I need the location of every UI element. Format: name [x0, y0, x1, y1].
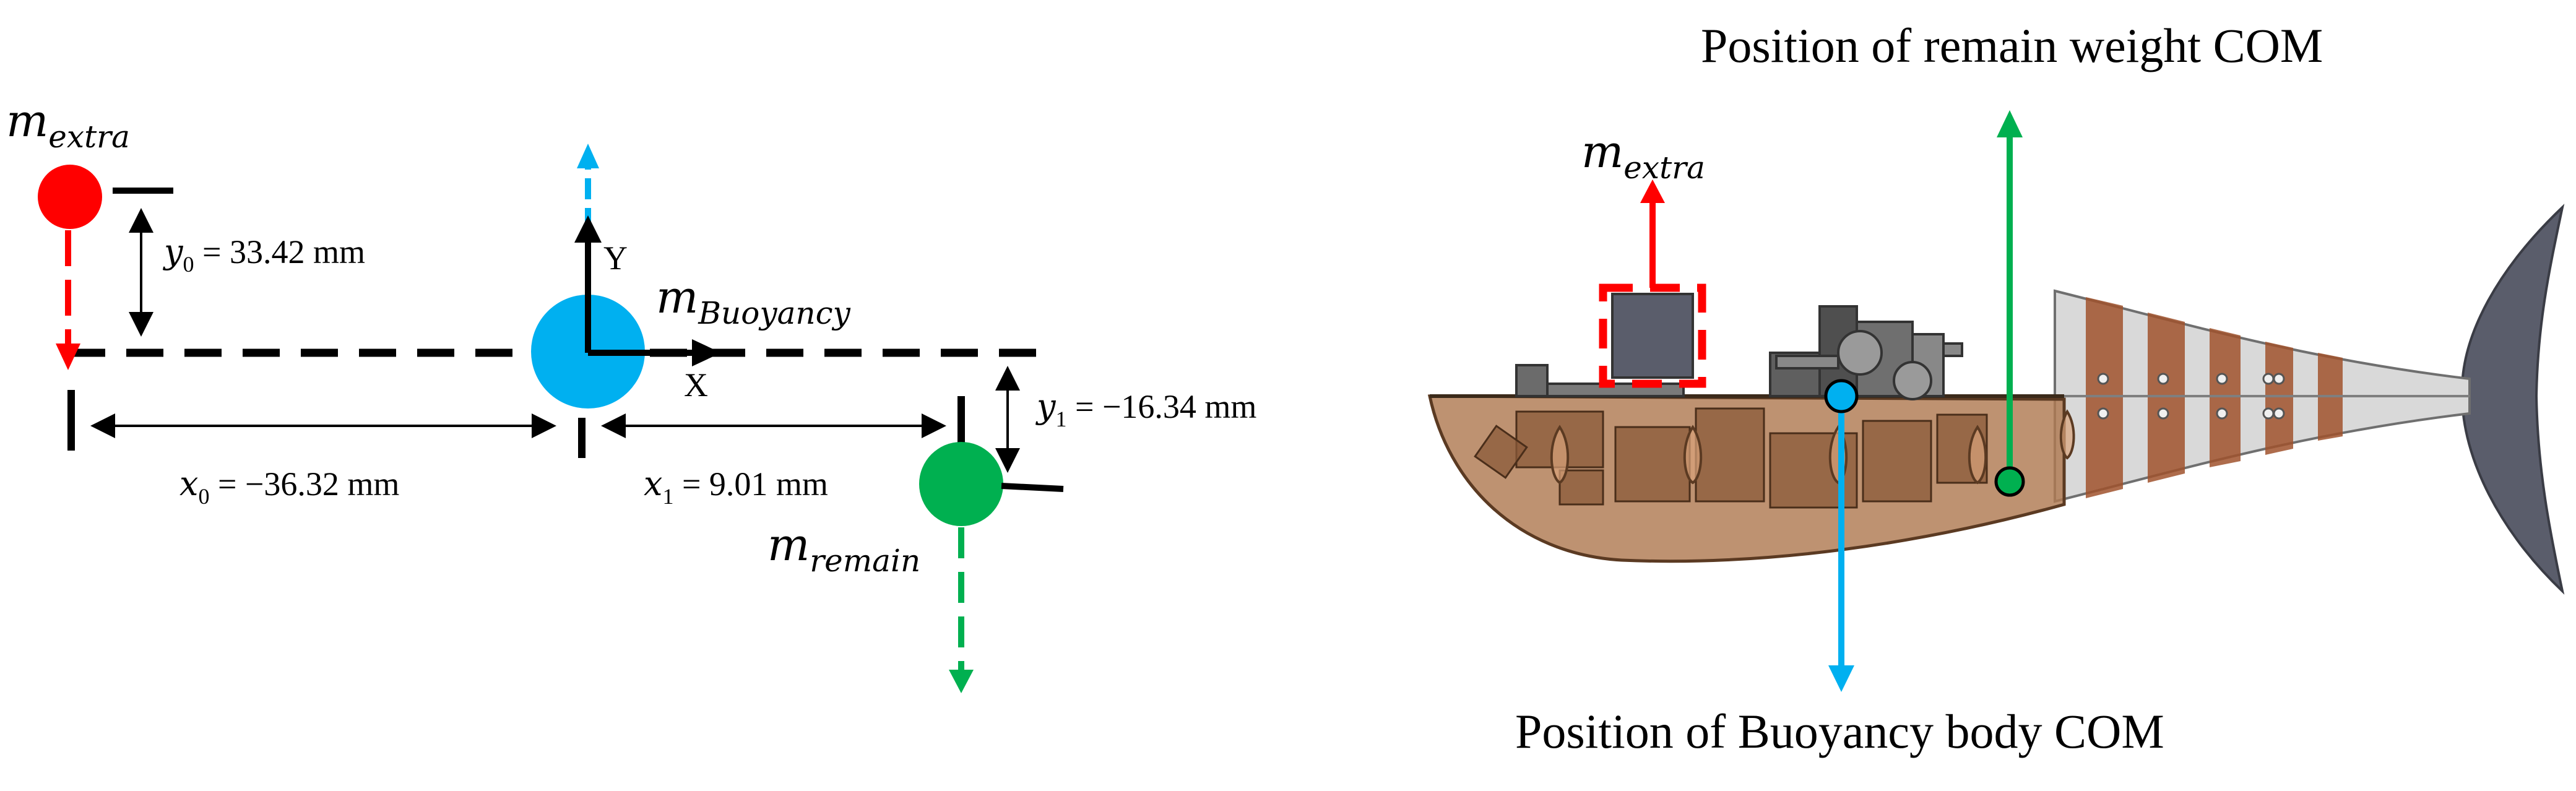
- free-body-diagram: mextra y0 = 33.42 mm x0 = −36.32 mm Y X: [6, 95, 1256, 693]
- extra-mass-block: [1611, 293, 1694, 379]
- x1-label: x1 = 9.01 mm: [644, 464, 828, 509]
- tail-fin: [2460, 204, 2565, 595]
- buoyancy-com-arrow: [1824, 379, 1859, 692]
- remain-com-marker: [1994, 466, 2025, 497]
- y1-label: y1 = −16.34 mm: [1035, 387, 1256, 431]
- extra-mass-label: mextra: [6, 95, 130, 155]
- buoyancy-mass-label: mBuoyancy: [656, 271, 851, 331]
- buoyancy-com-marker: [1824, 379, 1859, 413]
- y-axis-label: Y: [603, 240, 628, 277]
- x0-label: x0 = −36.32 mm: [179, 464, 399, 509]
- extra-mass: [38, 165, 173, 370]
- extra-force-arrow: [1640, 179, 1665, 288]
- remain-com-caption: Position of remain weight COM: [1701, 19, 2323, 72]
- coordinate-axes: [574, 215, 721, 366]
- x-axis-label: X: [684, 366, 708, 404]
- remain-mass: [919, 442, 1064, 693]
- tail-rivets: [2097, 373, 2285, 420]
- top-mechanism: [1515, 305, 1963, 400]
- remain-mass-label: mremain: [767, 519, 920, 579]
- tail-segments: [2058, 297, 2470, 498]
- buoyancy-com-caption: Position of Buoyancy body COM: [1515, 704, 2164, 758]
- extra-mass-label-right: mextra: [1581, 126, 1705, 186]
- remain-com-arrow: [1994, 110, 2025, 497]
- fish-robot-diagram: Position of remain weight COM Position o…: [1427, 19, 2565, 758]
- y0-label: y0 = 33.42 mm: [163, 232, 365, 277]
